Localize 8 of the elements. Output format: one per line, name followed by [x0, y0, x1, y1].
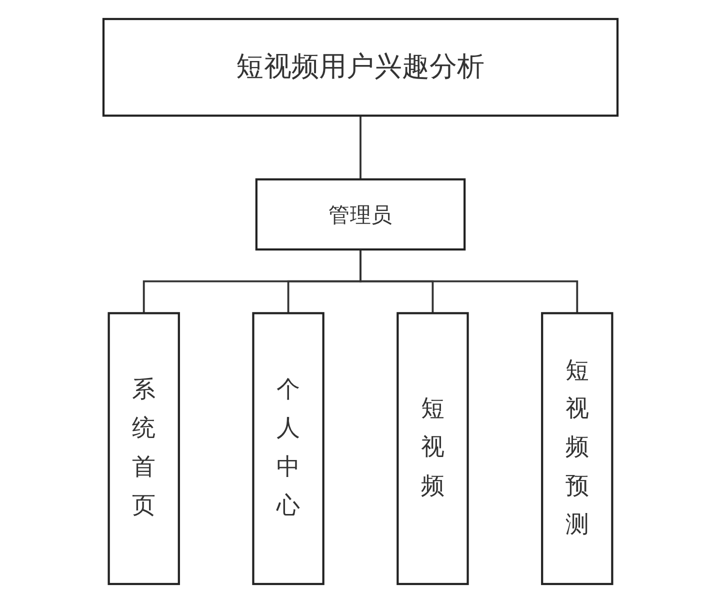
node-box: 个人中心	[252, 312, 324, 586]
connector	[359, 249, 578, 314]
node-box: 短视频用户兴趣分析	[102, 18, 618, 117]
connector	[359, 116, 361, 180]
node-box: 系统首页	[107, 312, 180, 586]
node-box: 管理员	[254, 178, 466, 251]
node-box: 短视频	[396, 312, 468, 586]
node-box: 短视频预测	[540, 312, 613, 586]
